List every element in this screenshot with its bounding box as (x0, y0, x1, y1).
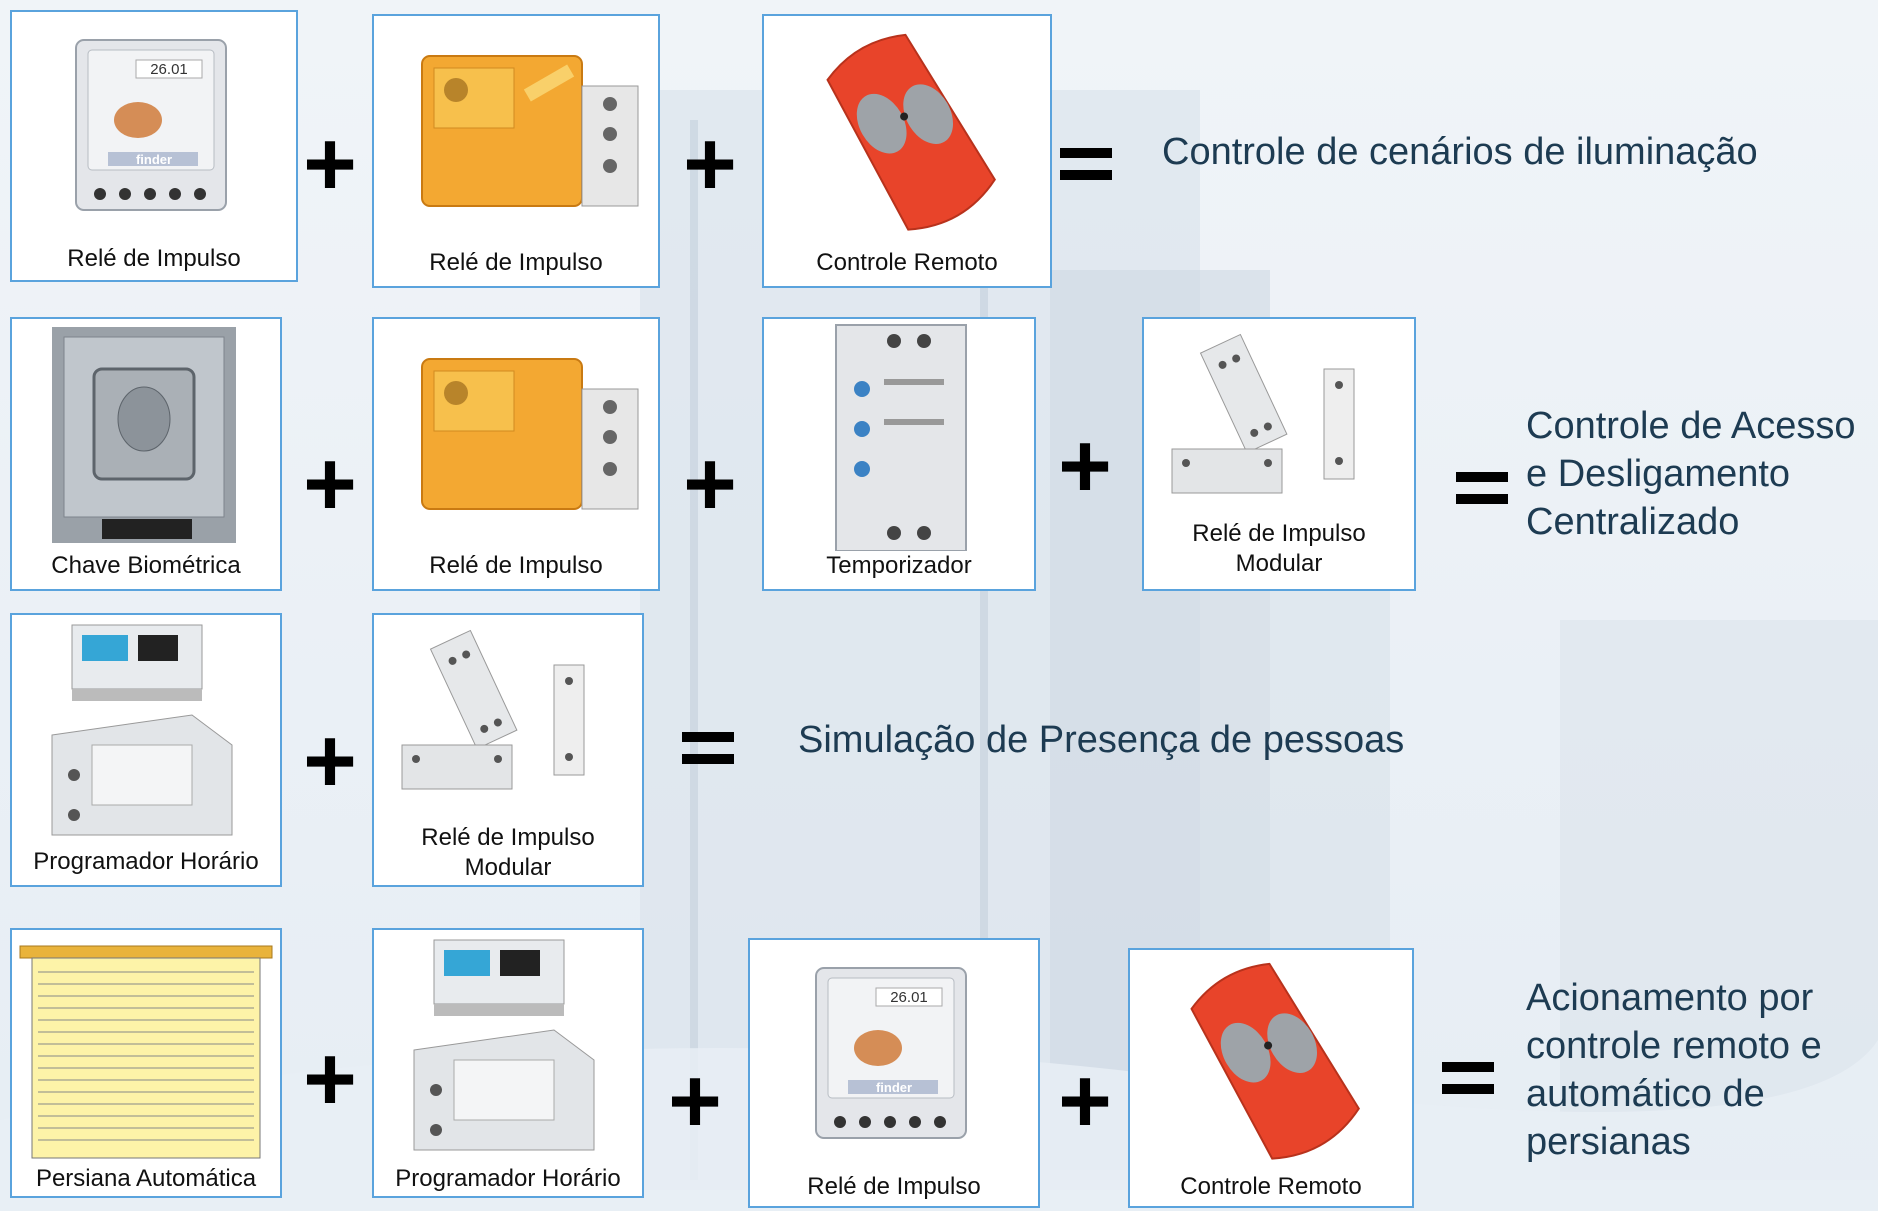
result-text: controle remoto e (1526, 1025, 1822, 1067)
modular-relay-icon (1171, 333, 1355, 494)
orange-relay-card: Relé de Impulso (372, 14, 660, 288)
result-text: Simulação de Presença de pessoas (798, 719, 1405, 761)
timer-card: Temporizador (762, 317, 1036, 591)
svg-text:26.01: 26.01 (150, 61, 188, 78)
orange-relay-icon (421, 358, 639, 510)
card-caption: Controle Remoto (816, 249, 998, 276)
result-text: automático de (1526, 1073, 1765, 1115)
svg-text:26.01: 26.01 (890, 989, 928, 1006)
plus-sign: + (668, 1050, 722, 1152)
svg-text:finder: finder (136, 152, 172, 167)
remote-control-card: Controle Remoto (762, 14, 1052, 288)
result-text: Acionamento por (1526, 977, 1814, 1019)
result-text: persianas (1526, 1121, 1691, 1163)
plus-sign: + (303, 1028, 357, 1130)
biometric-key-icon (52, 327, 236, 543)
socket-relay-icon: 26.01 finder (815, 967, 967, 1139)
card-caption: Controle Remoto (1180, 1173, 1362, 1200)
equals-sign (1456, 472, 1508, 516)
result-text: Controle de Acesso (1526, 405, 1856, 447)
card-caption: Relé de Impulso (67, 245, 241, 272)
timer-icon (835, 324, 967, 551)
remote-control-card: Controle Remoto (1128, 948, 1414, 1208)
card-caption: Programador Horário (33, 848, 259, 875)
socket-relay-card: 26.01 finder Relé de Impulso (748, 938, 1040, 1208)
plus-sign: + (1058, 415, 1112, 517)
svg-text:finder: finder (876, 1080, 912, 1095)
modular-relay-card: Relé de Impulso Modular (1142, 317, 1416, 591)
card-caption: Relé de Impulso (421, 824, 595, 851)
card-caption: Modular (464, 854, 552, 881)
equals-sign (682, 732, 734, 776)
plus-sign: + (683, 113, 737, 215)
socket-relay-icon: 26.01 finder (75, 39, 227, 211)
plus-sign: + (683, 433, 737, 535)
plus-sign: + (1058, 1050, 1112, 1152)
card-caption: Persiana Automática (35, 1165, 257, 1192)
card-caption: Relé de Impulso (807, 1173, 981, 1200)
plus-sign: + (303, 433, 357, 535)
card-caption: Modular (1235, 550, 1323, 577)
modular-relay-icon (401, 629, 585, 790)
result-text: Controle de cenários de iluminação (1162, 131, 1758, 173)
orange-relay-icon (421, 55, 639, 207)
equals-sign (1442, 1062, 1494, 1106)
equals-sign (1060, 148, 1112, 192)
card-caption: Temporizador (826, 552, 972, 579)
time-programmer-card: Programador Horário (10, 613, 282, 887)
time-programmer-icon (51, 624, 233, 836)
plus-sign: + (303, 113, 357, 215)
remote-control-icon (826, 33, 996, 231)
remote-control-icon (1190, 962, 1360, 1160)
blind-icon (19, 945, 273, 1159)
card-caption: Relé de Impulso (429, 552, 603, 579)
orange-relay-card: Relé de Impulso (372, 317, 660, 591)
card-caption: Relé de Impulso (429, 249, 603, 276)
result-text: e Desligamento (1526, 453, 1791, 495)
card-caption: Chave Biométrica (51, 552, 241, 579)
socket-relay-card: 26.01 finder Relé de Impulso (10, 10, 298, 282)
time-programmer-icon (413, 939, 595, 1151)
blind-card: Persiana Automática (10, 928, 282, 1198)
card-caption: Relé de Impulso (1192, 520, 1366, 547)
card-caption: Programador Horário (395, 1165, 621, 1192)
plus-sign: + (303, 710, 357, 812)
result-text: Centralizado (1526, 501, 1740, 543)
modular-relay-card: Relé de Impulso Modular (372, 613, 644, 887)
biometric-key-card: Chave Biométrica (10, 317, 282, 591)
time-programmer-card: Programador Horário (372, 928, 644, 1198)
